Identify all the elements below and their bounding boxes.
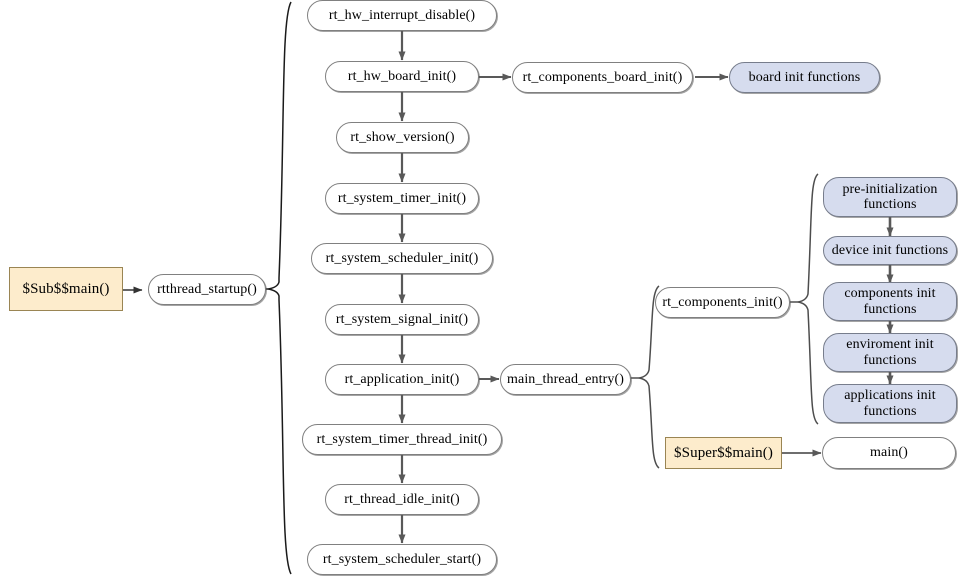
node-applications-init-functions[interactable]: applications init functions — [823, 384, 957, 423]
node-board-init-functions[interactable]: board init functions — [729, 62, 880, 93]
node-board-init-functions-label: board init functions — [748, 69, 861, 85]
node-rt-system-scheduler-init[interactable]: rt_system_scheduler_init() — [311, 243, 493, 274]
node-rt-components-board-init-label: rt_components_board_init() — [522, 69, 683, 85]
brace-main-thread-entry — [630, 285, 660, 469]
node-main-thread-entry-label: main_thread_entry() — [507, 371, 624, 387]
node-rt-system-timer-thread-init[interactable]: rt_system_timer_thread_init() — [302, 424, 502, 455]
node-rt-hw-board-init[interactable]: rt_hw_board_init() — [325, 61, 479, 92]
node-rtthread-startup[interactable]: rtthread_startup() — [148, 274, 266, 305]
node-rt-components-init[interactable]: rt_components_init() — [655, 287, 790, 318]
node-rt-application-init[interactable]: rt_application_init() — [325, 364, 479, 395]
node-main[interactable]: main() — [822, 437, 956, 469]
brace-components-init — [790, 173, 819, 425]
node-rt-hw-interrupt-disable-label: rt_hw_interrupt_disable() — [328, 7, 476, 23]
node-rt-thread-idle-init[interactable]: rt_thread_idle_init() — [325, 484, 479, 515]
node-rt-system-timer-thread-init-label: rt_system_timer_thread_init() — [316, 431, 488, 447]
node-rt-application-init-label: rt_application_init() — [344, 371, 460, 387]
node-enviroment-init-functions-label: enviroment init functions — [846, 337, 934, 368]
node-main-thread-entry[interactable]: main_thread_entry() — [500, 364, 631, 395]
node-pre-initialization-functions[interactable]: pre-initialization functions — [823, 177, 957, 217]
node-rt-components-board-init[interactable]: rt_components_board_init() — [512, 62, 693, 93]
node-device-init-functions-label: device init functions — [831, 242, 949, 258]
node-rt-show-version-label: rt_show_version() — [350, 129, 455, 145]
node-rt-system-signal-init[interactable]: rt_system_signal_init() — [325, 304, 479, 335]
node-rt-system-scheduler-init-label: rt_system_scheduler_init() — [325, 250, 479, 266]
node-sub-main[interactable]: $Sub$$main() — [9, 267, 123, 311]
node-rt-system-scheduler-start-label: rt_system_scheduler_start() — [322, 551, 482, 567]
node-components-init-functions-label: components init functions — [844, 286, 936, 317]
node-components-init-functions[interactable]: components init functions — [823, 282, 957, 321]
node-super-main-label: $Super$$main() — [674, 444, 773, 461]
node-rt-hw-board-init-label: rt_hw_board_init() — [347, 68, 457, 84]
node-super-main[interactable]: $Super$$main() — [665, 437, 782, 469]
node-rtthread-startup-label: rtthread_startup() — [157, 281, 257, 297]
node-rt-hw-interrupt-disable[interactable]: rt_hw_interrupt_disable() — [307, 0, 497, 31]
node-sub-main-label: $Sub$$main() — [22, 280, 110, 297]
node-rt-thread-idle-init-label: rt_thread_idle_init() — [344, 491, 460, 507]
node-enviroment-init-functions[interactable]: enviroment init functions — [823, 333, 957, 372]
node-rt-system-scheduler-start[interactable]: rt_system_scheduler_start() — [307, 544, 497, 575]
node-applications-init-functions-label: applications init functions — [844, 388, 936, 419]
node-rt-system-timer-init-label: rt_system_timer_init() — [337, 190, 467, 206]
node-rt-system-signal-init-label: rt_system_signal_init() — [335, 311, 469, 327]
node-device-init-functions[interactable]: device init functions — [823, 236, 957, 265]
node-rt-show-version[interactable]: rt_show_version() — [336, 122, 469, 153]
node-rt-system-timer-init[interactable]: rt_system_timer_init() — [325, 183, 479, 214]
node-rt-components-init-label: rt_components_init() — [662, 294, 783, 310]
node-main-label: main() — [870, 445, 908, 461]
node-pre-initialization-functions-label: pre-initialization functions — [842, 181, 938, 212]
